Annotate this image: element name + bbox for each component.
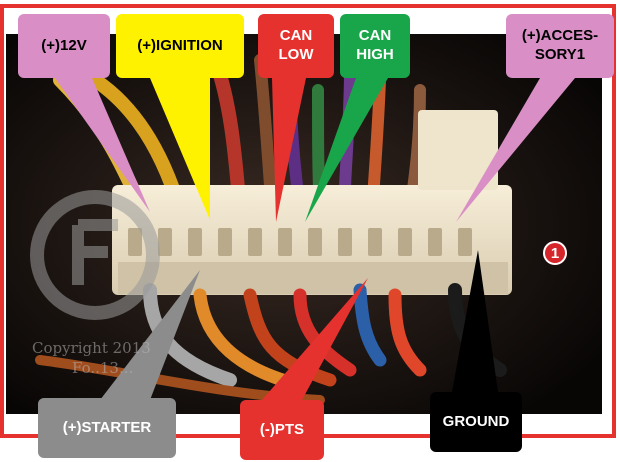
copyright-watermark: Copyright 2013 Fo..13... [32,338,202,379]
watermark-line-1: Copyright 2013 [32,339,151,357]
circled-number-icon: 1 [543,241,567,265]
label-ground: GROUND [430,392,522,452]
label-pts: (-)PTS [240,400,324,460]
watermark-line-2: Fo..13... [72,359,134,378]
label-can-high: CAN HIGH [340,14,410,78]
label-starter: (+)STARTER [38,398,176,458]
label-accessory: (+)ACCES- SORY1 [506,14,614,78]
label-ignition: (+)IGNITION [116,14,244,78]
watermark-logo-icon [30,190,160,320]
label-can-low: CAN LOW [258,14,334,78]
label-plus-12v: (+)12V [18,14,110,78]
